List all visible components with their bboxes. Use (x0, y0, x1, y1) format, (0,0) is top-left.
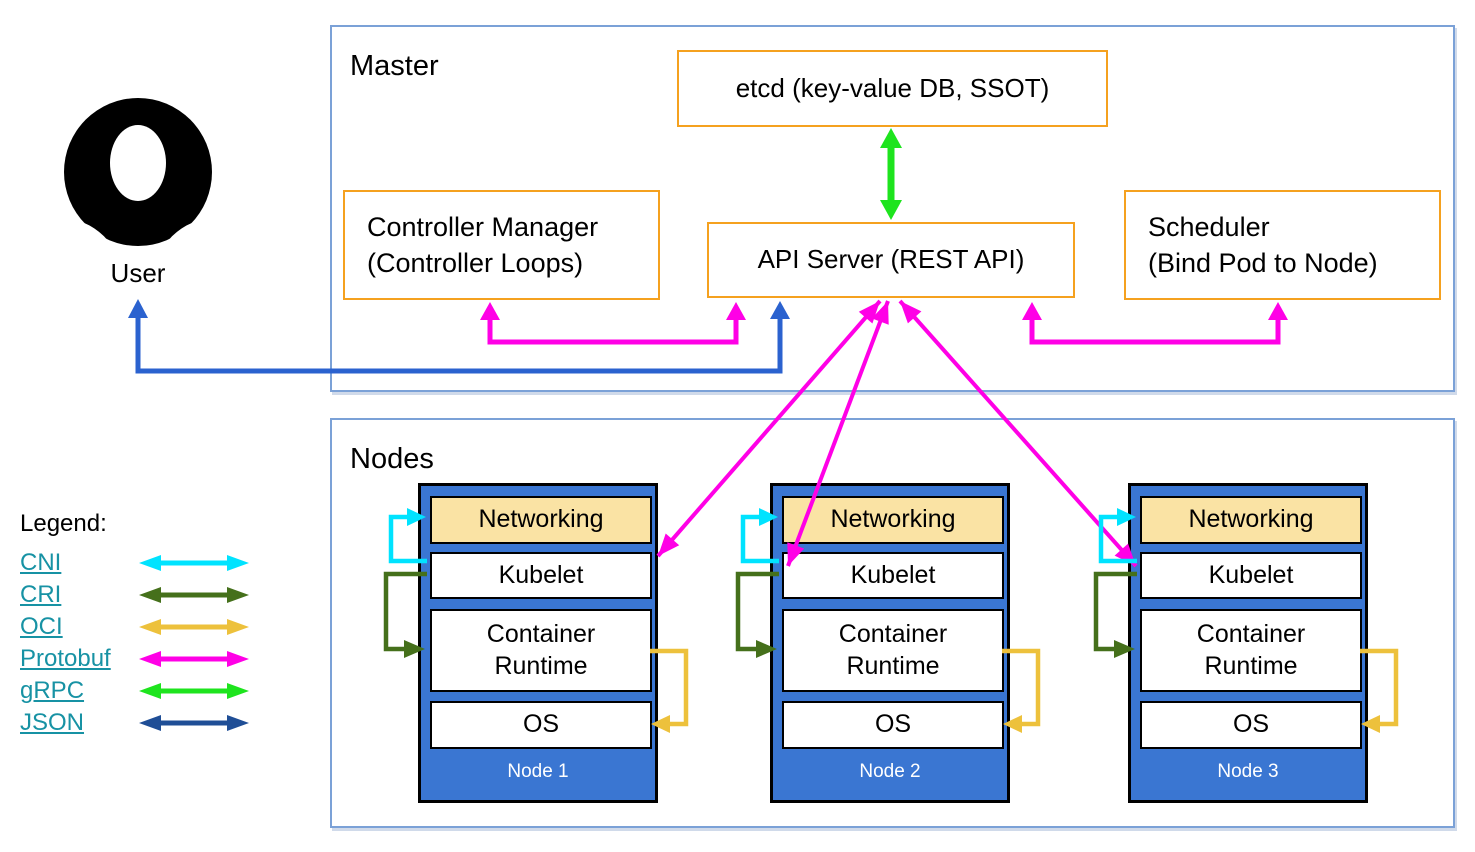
json-legend-arrow-icon (139, 715, 249, 731)
protobuf-legend-arrow (139, 651, 249, 667)
arrow-head (139, 683, 161, 699)
cni-legend-arrow (139, 555, 249, 571)
cri-legend-arrow-icon (139, 587, 249, 603)
etcd-label: etcd (key-value DB, SSOT) (735, 72, 1050, 103)
arrow-head (227, 715, 249, 731)
user-icon-cut-right (160, 218, 218, 252)
api-server-box: API Server (REST API) (707, 222, 1075, 298)
node-2-name: Node 2 (859, 761, 921, 782)
node-2-kubelet: Kubelet (782, 552, 1004, 599)
arrow-head (227, 683, 249, 699)
node-2-container-runtime-label: Container Runtime (838, 620, 948, 680)
node-3-container-runtime: Container Runtime (1140, 609, 1362, 692)
legend-row-cni: CNI (20, 547, 250, 579)
cri-legend-arrow (139, 587, 249, 603)
node-1-container-runtime-label: Container Runtime (486, 620, 596, 680)
node-3-networking: Networking (1140, 496, 1362, 544)
api-server-label: API Server (REST API) (757, 244, 1025, 275)
user-icon-face (110, 125, 166, 201)
legend-link-oci[interactable]: OCI (20, 613, 63, 640)
node-3-os: OS (1140, 701, 1362, 749)
legend-row-cri: CRI (20, 579, 250, 611)
grpc-legend-arrow-icon (139, 683, 249, 699)
nodes-title: Nodes (350, 443, 434, 475)
node-1-os: OS (430, 701, 652, 749)
controller-manager-line2: (Controller Loops) (367, 248, 584, 278)
node-3-name: Node 3 (1217, 761, 1279, 782)
oci-legend-arrow (139, 619, 249, 635)
legend-row-json: JSON (20, 707, 250, 739)
arrow-head (139, 619, 161, 635)
arrow-head (128, 299, 148, 318)
controller-manager-box: Controller Manager (Controller Loops) (343, 190, 660, 300)
legend-title: Legend: (20, 510, 107, 537)
node-1-container-runtime: Container Runtime (430, 609, 652, 692)
legend-link-cri[interactable]: CRI (20, 581, 62, 608)
grpc-legend-arrow (139, 683, 249, 699)
scheduler-label: Scheduler (Bind Pod to Node) (1148, 209, 1378, 282)
node-1-kubelet: Kubelet (430, 552, 652, 599)
legend-row-grpc: gRPC (20, 675, 250, 707)
legend-row-protobuf: Protobuf (20, 643, 250, 675)
arrow-head (227, 587, 249, 603)
legend-link-cni[interactable]: CNI (20, 549, 62, 576)
arrow-head (139, 555, 161, 571)
protobuf-legend-arrow-icon (139, 651, 249, 667)
arrow-head (227, 619, 249, 635)
scheduler-line1: Scheduler (1148, 211, 1270, 242)
legend-link-grpc[interactable]: gRPC (20, 677, 85, 704)
node-3-kubelet: Kubelet (1140, 552, 1362, 599)
arrow-head (139, 651, 161, 667)
user-label: User (110, 258, 166, 288)
node-2: Networking Kubelet Container Runtime OS … (770, 483, 1010, 803)
node-2-os: OS (782, 701, 1004, 749)
legend: CNI CRI OCI (20, 547, 250, 739)
node-1: Networking Kubelet Container Runtime OS … (418, 483, 658, 803)
arrow-head (139, 715, 161, 731)
user-icon (58, 98, 218, 252)
user-icon-cut-left (58, 218, 116, 252)
node-1-name: Node 1 (507, 761, 569, 782)
arrow-head (139, 587, 161, 603)
json-legend-arrow (139, 715, 249, 731)
controller-manager-line1: Controller Manager (367, 211, 599, 242)
legend-row-oci: OCI (20, 611, 250, 643)
scheduler-box: Scheduler (Bind Pod to Node) (1124, 190, 1441, 300)
cni-legend-arrow-icon (139, 555, 249, 571)
master-title: Master (350, 50, 439, 82)
arrow-head (227, 651, 249, 667)
node-3: Networking Kubelet Container Runtime OS … (1128, 483, 1368, 803)
node-2-networking: Networking (782, 496, 1004, 544)
node-2-container-runtime: Container Runtime (782, 609, 1004, 692)
legend-link-json[interactable]: JSON (20, 709, 85, 736)
scheduler-line2: (Bind Pod to Node) (1148, 248, 1378, 278)
arrow-head (227, 555, 249, 571)
node-1-networking: Networking (430, 496, 652, 544)
controller-manager-label: Controller Manager (Controller Loops) (367, 209, 598, 282)
legend-link-protobuf[interactable]: Protobuf (20, 645, 111, 672)
node-3-container-runtime-label: Container Runtime (1196, 620, 1306, 680)
oci-legend-arrow-icon (139, 619, 249, 635)
etcd-box: etcd (key-value DB, SSOT) (677, 50, 1108, 127)
